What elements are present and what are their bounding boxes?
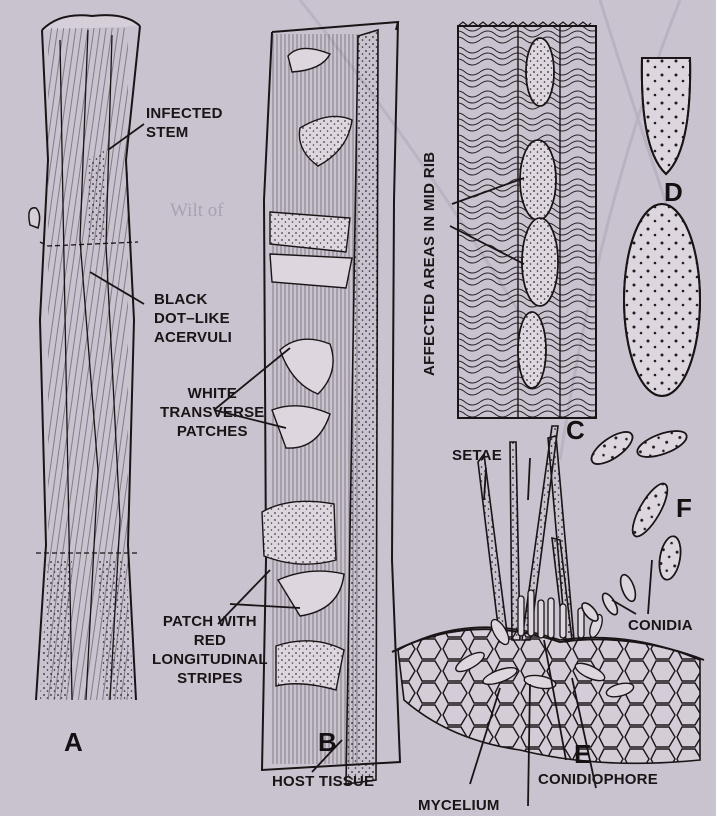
white-patches-label: WHITE TRANSVERSE PATCHES — [160, 384, 265, 441]
panel-b-letter: B — [318, 728, 337, 756]
bleed-through-text: Wilt of — [170, 200, 224, 222]
panel-a-letter: A — [64, 728, 83, 756]
infected-stem-label: INFECTED STEM — [146, 104, 223, 142]
host-tissue-label: HOST TISSUE — [272, 772, 374, 791]
stem-a-node-leaf — [29, 208, 40, 228]
panel-f-letter: F — [676, 494, 692, 522]
conidia-f — [579, 426, 690, 624]
mycelium-label: MYCELIUM — [418, 796, 500, 815]
panel-e-letter: E — [574, 740, 591, 768]
panel-d-letter: D — [664, 178, 683, 206]
acervuli-label: BLACK DOT–LIKE ACERVULI — [154, 290, 232, 347]
red-patch-label: PATCH WITH RED LONGITUDINAL STRIPES — [152, 612, 268, 688]
stem-a-dotted-area — [98, 560, 134, 700]
conidiophore-label: CONIDIOPHORE — [538, 770, 658, 789]
mid-rib-label: AFFECTED AREAS IN MID RIB — [421, 152, 438, 376]
setae-label: SETAE — [452, 446, 502, 465]
panel-c-letter: C — [566, 416, 585, 444]
stem-a-dotted-area — [40, 560, 72, 700]
stem-a-dotted-area — [88, 150, 106, 240]
host-cells — [392, 627, 704, 763]
conidia-label: CONIDIA — [628, 616, 693, 635]
